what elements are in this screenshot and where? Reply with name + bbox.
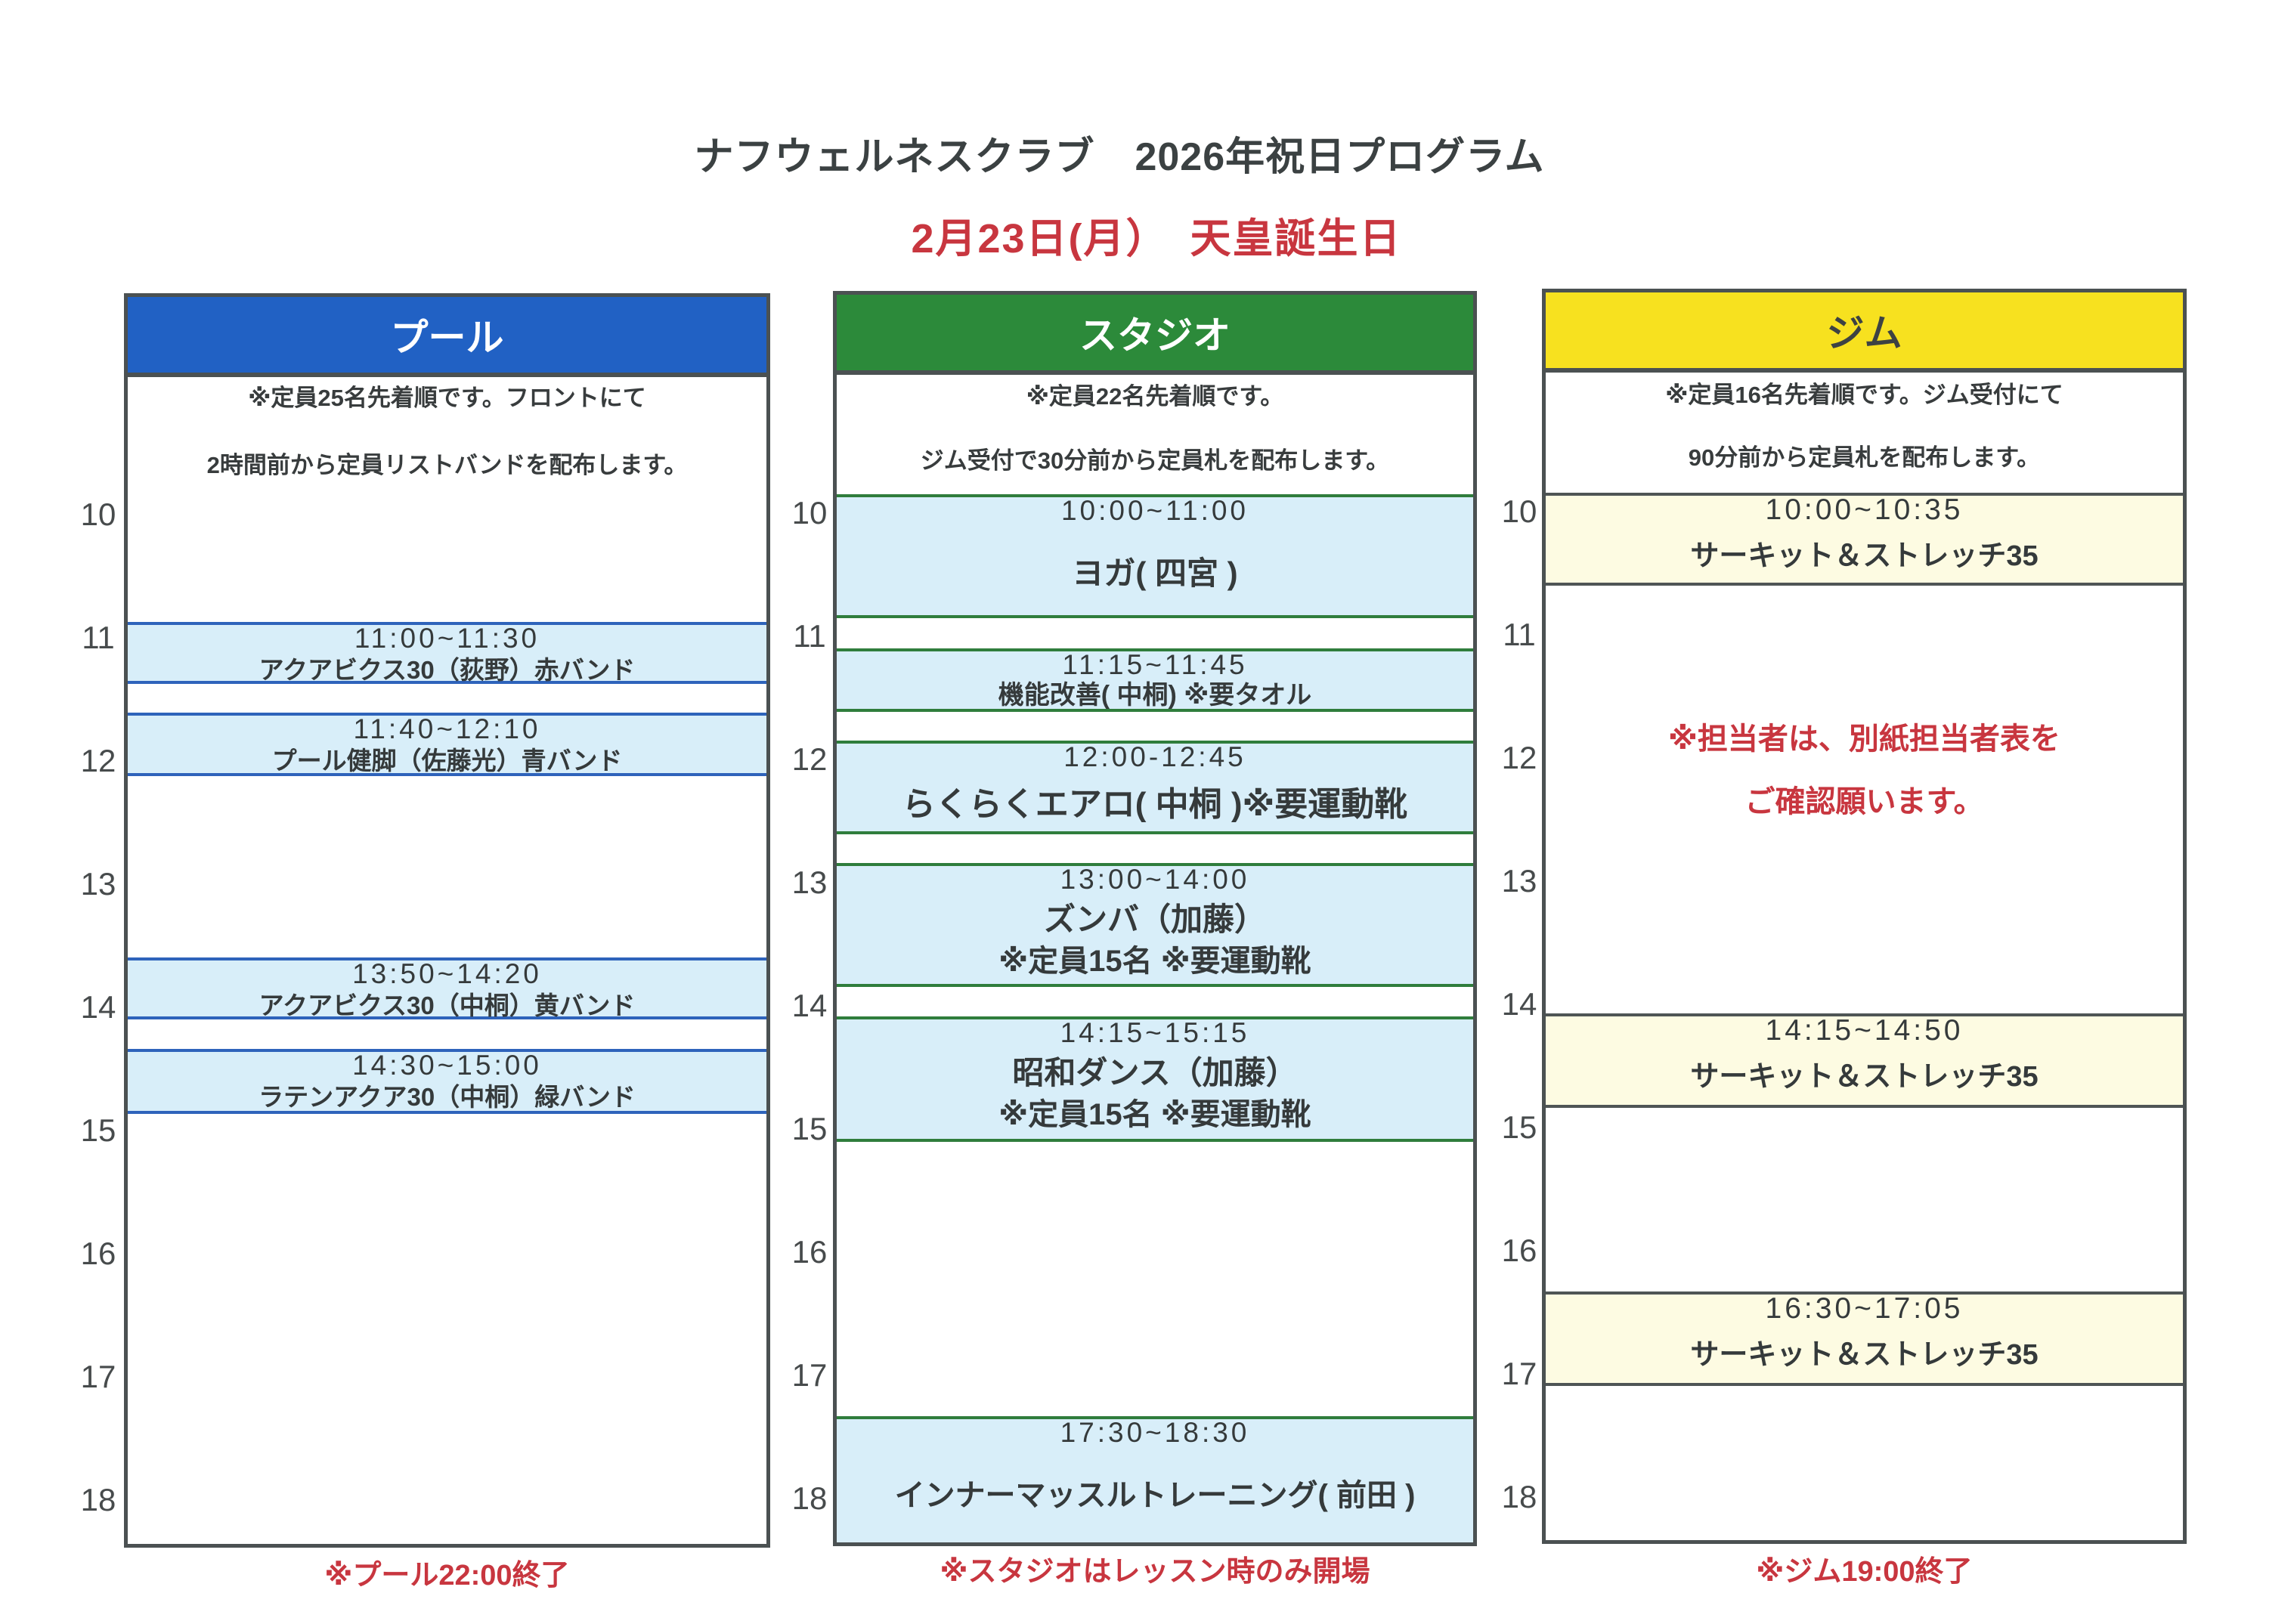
pool-event: 11:00~11:30 アクアビクス30（荻野）赤バンド bbox=[128, 622, 766, 684]
pool-note-line-1: ※定員25名先着順です。フロントにて bbox=[248, 385, 646, 411]
gym-staff-notice-line-1: ※担当者は、別紙担当者表を bbox=[1668, 722, 2060, 756]
hour-label: 16 bbox=[80, 1236, 116, 1271]
hour-label: 12 bbox=[80, 743, 116, 778]
event-name: らくらくエアロ( 中桐 )※要運動靴 bbox=[902, 786, 1408, 823]
event-name: プール健脚（佐藤光）青バンド bbox=[271, 747, 623, 775]
event-name: インナーマッスルトレーニング( 前田 ) bbox=[894, 1479, 1416, 1512]
event-name: サーキット＆ストレッチ35 bbox=[1690, 1061, 2039, 1093]
hour-label: 12 bbox=[1501, 740, 1537, 775]
hour-label: 15 bbox=[791, 1111, 828, 1146]
event-time: 14:15~14:50 bbox=[1765, 1014, 1964, 1047]
event-time: 10:00~11:00 bbox=[1060, 495, 1249, 526]
studio-header: スタジオ bbox=[837, 295, 1473, 375]
hour-label: 15 bbox=[80, 1112, 116, 1148]
gym-event: 16:30~17:05 サーキット＆ストレッチ35 bbox=[1546, 1291, 2183, 1386]
event-time: 13:00~14:00 bbox=[1060, 864, 1250, 895]
event-name: アクアビクス30（荻野）赤バンド bbox=[259, 656, 636, 684]
event-time: 11:15~11:45 bbox=[1062, 649, 1248, 680]
event-time: 14:15~15:15 bbox=[1060, 1017, 1250, 1048]
event-name: 機能改善( 中桐) ※要タオル bbox=[998, 681, 1312, 710]
event-requirement-note: ※定員15名 ※要運動靴 bbox=[998, 1098, 1311, 1131]
event-name: サーキット＆ストレッチ35 bbox=[1690, 540, 2039, 572]
event-time: 13:50~14:20 bbox=[352, 958, 542, 989]
hour-label: 17 bbox=[1501, 1356, 1537, 1391]
event-time: 11:40~12:10 bbox=[353, 713, 541, 744]
event-time: 17:30~18:30 bbox=[1060, 1417, 1250, 1448]
gym-footer-notice: ※ジム19:00終了 bbox=[1756, 1556, 1973, 1588]
hour-label: 11 bbox=[82, 620, 115, 655]
hour-label: 14 bbox=[1501, 986, 1537, 1022]
studio-note-line-1: ※定員22名先着順です。 bbox=[1026, 383, 1284, 410]
event-time: 11:00~11:30 bbox=[354, 623, 540, 654]
studio-footer-notice: ※スタジオはレッスン時のみ開場 bbox=[940, 1556, 1370, 1588]
gym-note-line-2: 90分前から定員札を配布します。 bbox=[1688, 444, 2041, 471]
studio-event: 10:00~11:00 ヨガ( 四宮 ) bbox=[837, 494, 1473, 618]
gym-event: 14:15~14:50 サーキット＆ストレッチ35 bbox=[1546, 1013, 2183, 1108]
event-time: 14:30~15:00 bbox=[352, 1050, 542, 1081]
hour-label: 10 bbox=[791, 495, 828, 531]
gym-header: ジム bbox=[1546, 292, 2183, 373]
hour-label: 13 bbox=[80, 866, 116, 902]
hour-label: 11 bbox=[1503, 617, 1536, 652]
hour-label: 14 bbox=[791, 988, 828, 1023]
page-title: ナフウェルネスクラブ 2026年祝日プログラム bbox=[694, 135, 1545, 179]
studio-event: 14:15~15:15 昭和ダンス（加藤） ※定員15名 ※要運動靴 bbox=[837, 1016, 1473, 1142]
event-requirement-note: ※定員15名 ※要運動靴 bbox=[998, 945, 1311, 978]
event-name: ヨガ( 四宮 ) bbox=[1072, 555, 1238, 591]
pool-event: 14:30~15:00 ラテンアクア30（中桐）緑バンド bbox=[128, 1049, 766, 1114]
hour-label: 11 bbox=[793, 618, 826, 654]
event-time: 16:30~17:05 bbox=[1765, 1292, 1964, 1325]
gym-note-line-1: ※定員16名先着順です。ジム受付にて bbox=[1665, 382, 2063, 408]
event-name: ズンバ（加藤） bbox=[1043, 902, 1266, 937]
hour-label: 10 bbox=[80, 496, 116, 532]
hour-label: 15 bbox=[1501, 1109, 1537, 1145]
studio-event: 13:00~14:00 ズンバ（加藤） ※定員15名 ※要運動靴 bbox=[837, 863, 1473, 987]
pool-header: プール bbox=[128, 297, 766, 377]
event-name: サーキット＆ストレッチ35 bbox=[1690, 1339, 2039, 1371]
studio-event: 17:30~18:30 インナーマッスルトレーニング( 前田 ) bbox=[837, 1416, 1473, 1542]
pool-footer-notice: ※プール22:00終了 bbox=[324, 1560, 570, 1592]
hour-label: 14 bbox=[80, 989, 116, 1025]
hour-label: 12 bbox=[791, 741, 828, 777]
studio-event: 11:15~11:45 機能改善( 中桐) ※要タオル bbox=[837, 648, 1473, 712]
event-name: アクアビクス30（中桐）黄バンド bbox=[259, 991, 636, 1019]
hour-label: 13 bbox=[791, 865, 828, 900]
hour-label: 18 bbox=[791, 1480, 828, 1516]
pool-event: 11:40~12:10 プール健脚（佐藤光）青バンド bbox=[128, 713, 766, 776]
event-name: 昭和ダンス（加藤） bbox=[1012, 1055, 1298, 1090]
hour-label: 17 bbox=[791, 1357, 828, 1393]
gym-staff-notice-line-2: ご確認願います。 bbox=[1744, 785, 1984, 818]
event-name: ラテンアクア30（中桐）緑バンド bbox=[259, 1083, 636, 1111]
hour-label: 10 bbox=[1501, 493, 1537, 529]
gym-event: 10:00~10:35 サーキット＆ストレッチ35 bbox=[1546, 493, 2183, 586]
event-time: 12:00-12:45 bbox=[1063, 741, 1246, 772]
pool-note-line-2: 2時間前から定員リストバンドを配布します。 bbox=[206, 452, 688, 478]
hour-label: 16 bbox=[791, 1234, 828, 1270]
page-subtitle-date: 2月23日(月） 天皇誕生日 bbox=[911, 216, 1402, 261]
hour-label: 16 bbox=[1501, 1233, 1537, 1268]
hour-label: 17 bbox=[80, 1359, 116, 1394]
pool-column: プール bbox=[124, 293, 770, 1548]
studio-event: 12:00-12:45 らくらくエアロ( 中桐 )※要運動靴 bbox=[837, 741, 1473, 834]
event-time: 10:00~10:35 bbox=[1765, 493, 1964, 526]
pool-event: 13:50~14:20 アクアビクス30（中桐）黄バンド bbox=[128, 957, 766, 1019]
hour-label: 18 bbox=[80, 1482, 116, 1517]
studio-note-line-2: ジム受付で30分前から定員札を配布します。 bbox=[920, 447, 1390, 474]
hour-label: 13 bbox=[1501, 863, 1537, 899]
hour-label: 18 bbox=[1501, 1479, 1537, 1514]
